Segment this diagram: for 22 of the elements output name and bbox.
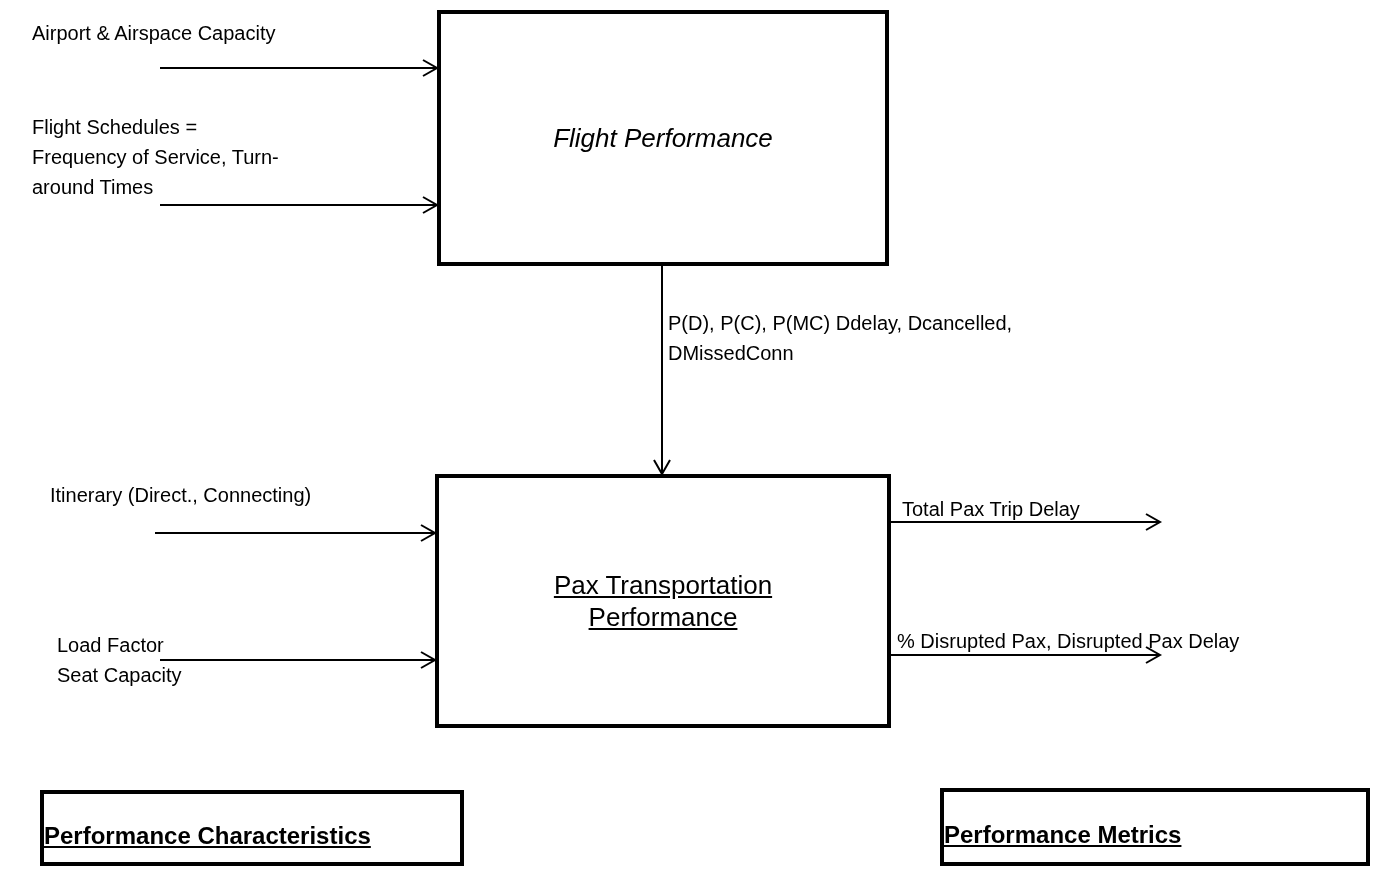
process-box [437, 10, 889, 266]
edge-label: Airport & Airspace Capacity [32, 21, 277, 46]
node-title: Performance Characteristics [44, 821, 371, 851]
edge-label: Total Pax Trip Delay [902, 497, 1081, 522]
edge-label: Flight Schedules = Frequency of Service, Turn-around Times [32, 115, 280, 200]
edge-label: Load Factor Seat Capacity [57, 633, 183, 688]
edge-label: Itinerary (Direct., Connecting) [50, 483, 313, 508]
arrow [154, 524, 436, 542]
legend-box [40, 790, 464, 866]
arrow [159, 59, 438, 77]
process-box [435, 474, 891, 728]
edge-label: % Disrupted Pax, Disrupted Pax Delay [897, 629, 1241, 654]
edge-label: P(D), P(C), P(MC) Ddelay, Dcancelled, DMissedConn [668, 311, 1014, 366]
arrow [653, 265, 671, 475]
node-title: Pax Transportation Performance [552, 568, 774, 634]
arrow [890, 646, 1161, 664]
arrow [159, 196, 438, 214]
arrow [890, 513, 1161, 531]
legend-box [940, 788, 1370, 866]
arrow [159, 651, 436, 669]
node-title: Performance Metrics [944, 820, 1182, 850]
node-title: Flight Performance [553, 121, 773, 155]
